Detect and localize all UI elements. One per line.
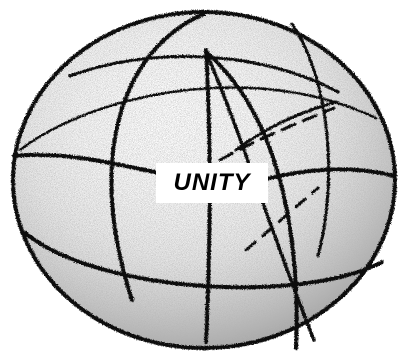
unity-logo-text: UNITY: [156, 163, 268, 203]
